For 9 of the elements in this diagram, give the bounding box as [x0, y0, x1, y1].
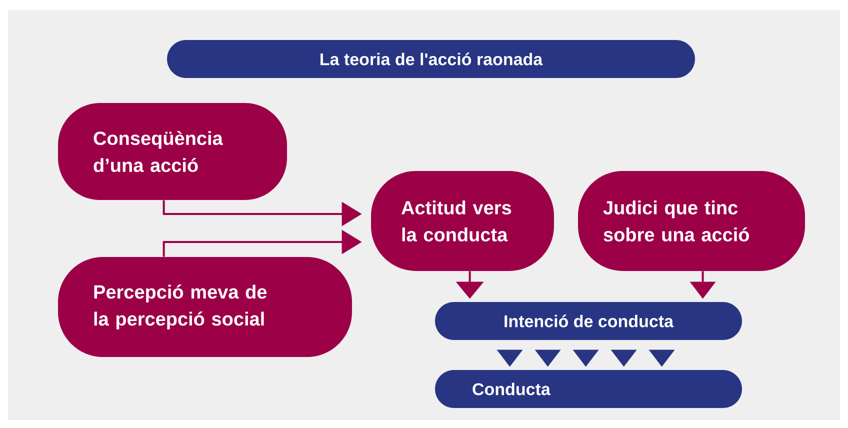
rounded-bar: Conducta [435, 370, 742, 408]
arrowhead-triangle [690, 271, 716, 299]
rounded-box: Judici que tinc sobre una acció [578, 171, 805, 271]
rounded-box: Percepció meva de la percepció social [58, 257, 352, 357]
rounded-bar: Intenció de conducta [435, 302, 742, 340]
rounded-bar: La teoria de l'acció raonada [167, 40, 695, 78]
rounded-box: Conseqüència d’una acció [58, 103, 287, 200]
arrowhead-triangles [496, 350, 675, 367]
arrowhead-triangle [456, 271, 484, 299]
